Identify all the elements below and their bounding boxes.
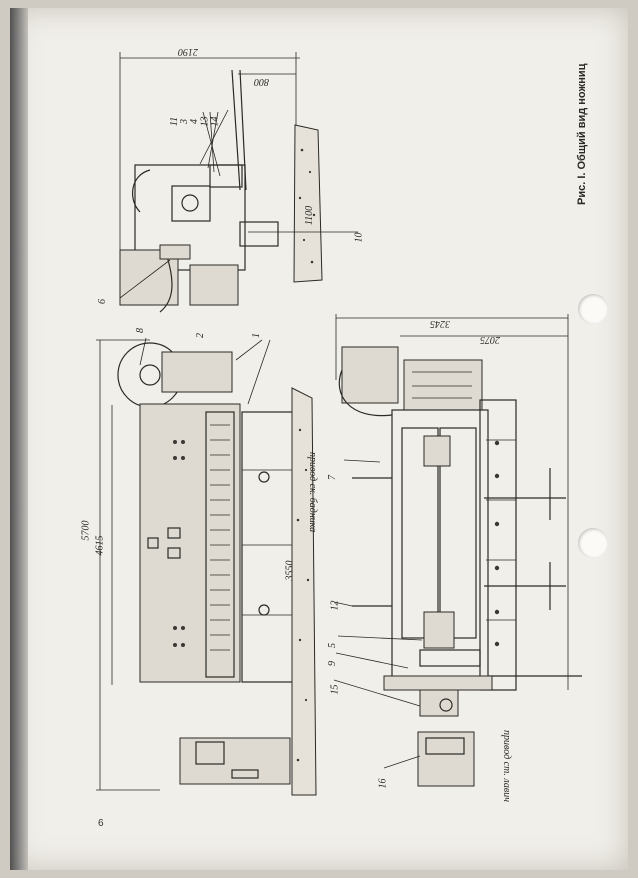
- label-drive-table: привод ст. лавич: [501, 730, 512, 803]
- front-view: [96, 337, 317, 796]
- callout-1: 1: [251, 333, 262, 338]
- dim-length-total: 5700: [80, 520, 92, 541]
- callout-2: 2: [195, 333, 206, 338]
- punch-hole: [578, 294, 608, 324]
- callout-15: 15: [329, 684, 341, 695]
- punch-hole: [578, 528, 608, 558]
- callout-10: 10: [353, 232, 365, 243]
- dim-top-height: 1100: [304, 205, 316, 226]
- label-drive-backgauge: привод ск. бадника: [307, 452, 318, 533]
- dim-top-width: 2190: [178, 46, 198, 57]
- dim-right-width: 3245: [430, 318, 450, 329]
- binding-edge: [10, 8, 28, 870]
- callout-16: 16: [377, 778, 389, 789]
- plan-view: [333, 314, 582, 787]
- dim-top-offset: 800: [254, 76, 269, 87]
- callout-8: 8: [135, 328, 146, 333]
- callout-4: 4: [189, 119, 200, 124]
- callout-7: 7: [327, 475, 338, 480]
- callout-14: 14: [209, 116, 221, 127]
- dim-bed-span: 3550: [284, 560, 296, 581]
- callout-5: 5: [327, 643, 338, 648]
- figure-caption: Рис. I. Общий вид ножниц: [576, 63, 588, 205]
- callout-6: 6: [97, 299, 108, 304]
- dim-right-inner: 2075: [480, 334, 500, 345]
- side-view: [119, 52, 358, 313]
- dim-length-inner: 4615: [94, 535, 106, 556]
- callout-9: 9: [327, 661, 338, 666]
- callout-12: 12: [329, 600, 341, 611]
- page-number: 6: [98, 818, 104, 829]
